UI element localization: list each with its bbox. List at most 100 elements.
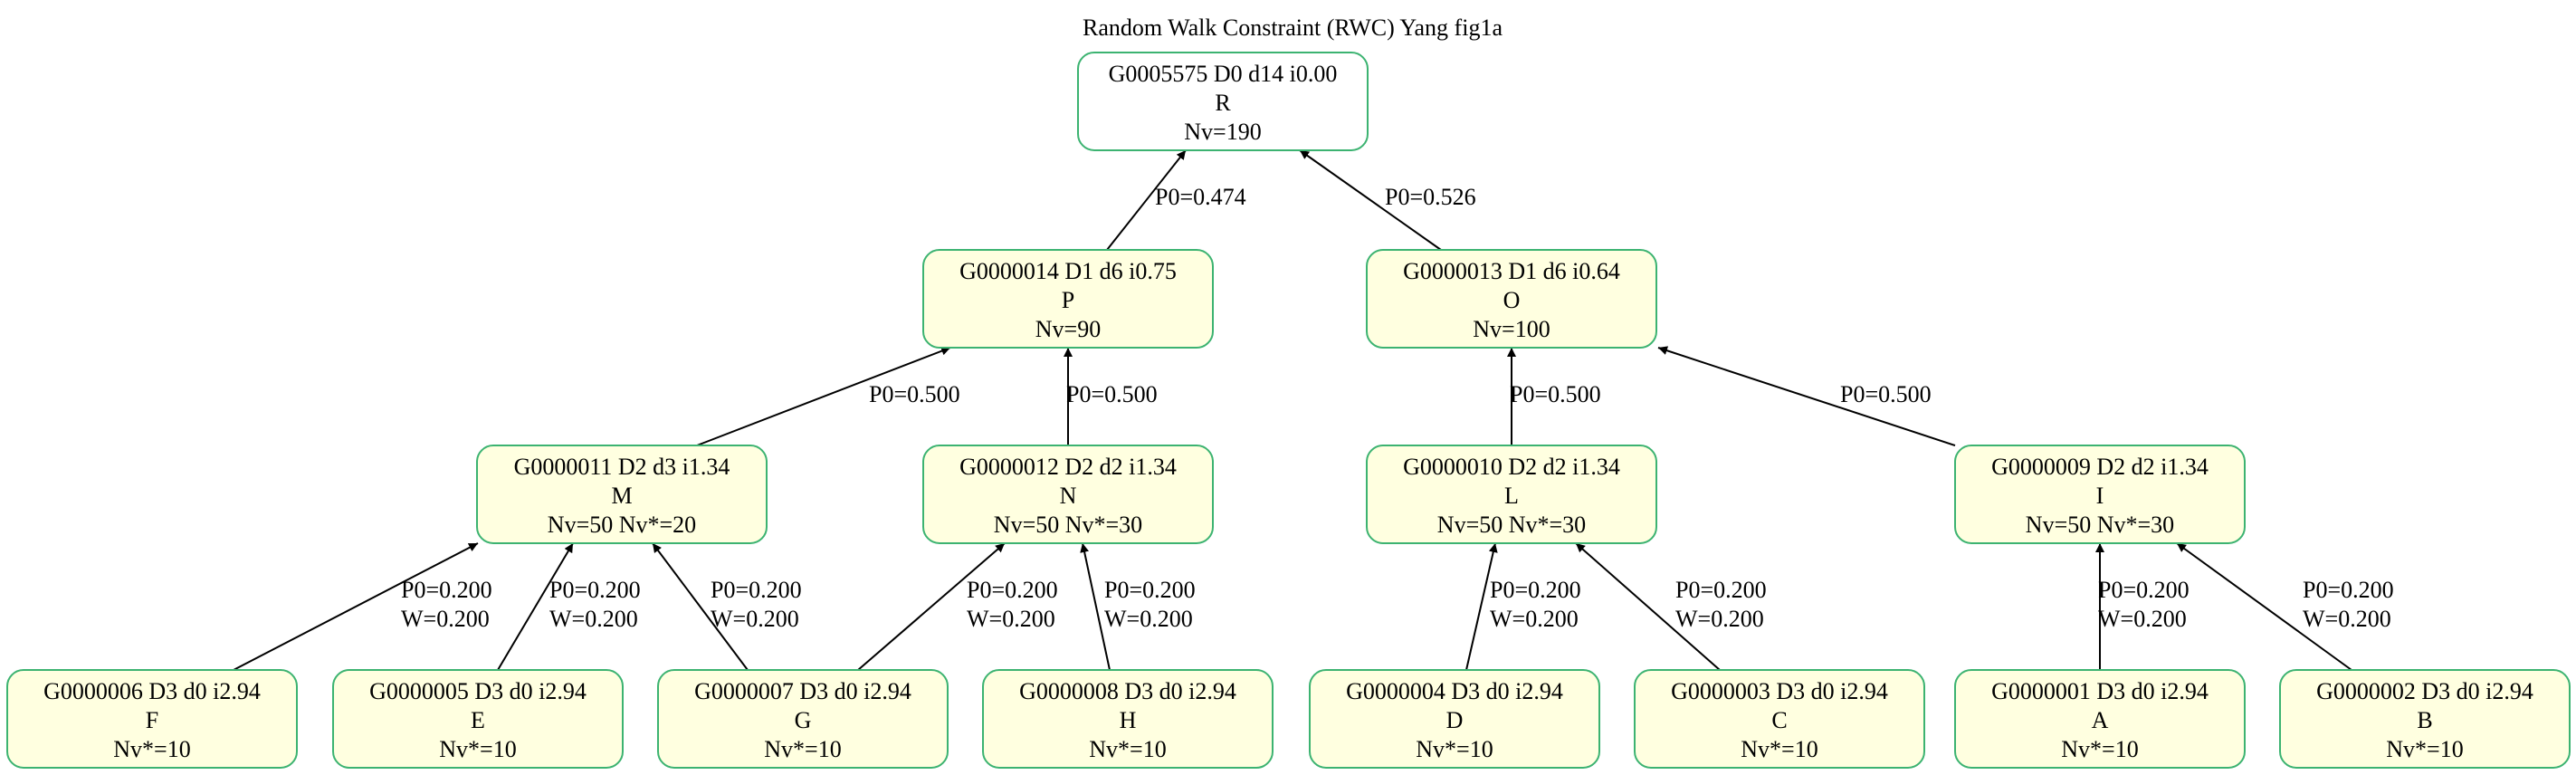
edge-label: W=0.200 [711, 606, 799, 632]
edge-arrow [1465, 542, 1498, 671]
edge-n-to-p: P0=0.500 [1064, 348, 1158, 445]
node-count-text: Nv=50 Nv*=30 [2026, 512, 2174, 538]
edge-label: P0=0.200 [967, 577, 1058, 603]
node-box [1309, 669, 1600, 769]
node-name-text: M [611, 483, 632, 509]
node-box [1634, 669, 1925, 769]
edge-o-to-r: P0=0.526 [1299, 149, 1476, 251]
node-name-text: G [795, 707, 812, 733]
edge-arrow [652, 542, 749, 671]
edge-label: W=0.200 [1490, 606, 1579, 632]
node-l: G0000010 D2 d2 i1.34L Nv=50 Nv*=30 [1366, 445, 1657, 544]
edge-arrow [1575, 542, 1721, 671]
node-count-text: Nv*=10 [113, 736, 190, 762]
edge-arrow [497, 542, 574, 671]
node-box [922, 445, 1214, 544]
node-name-text: P [1062, 287, 1074, 313]
edge-l-to-o: P0=0.500 [1507, 348, 1601, 445]
edge-label: P0=0.200 [1675, 577, 1767, 603]
node-i: G0000009 D2 d2 i1.34I Nv=50 Nv*=30 [1954, 445, 2246, 544]
node-id-text: G0000010 D2 d2 i1.34 [1403, 454, 1620, 480]
node-id-text: G0005575 D0 d14 i0.00 [1109, 61, 1338, 87]
node-box [982, 669, 1274, 769]
edge-label: W=0.200 [2098, 606, 2187, 632]
node-count-text: Nv*=10 [439, 736, 516, 762]
edge-label: P0=0.200 [2303, 577, 2394, 603]
node-box [1366, 445, 1657, 544]
edge-arrow [696, 346, 951, 446]
edge-arrow [2176, 542, 2352, 671]
node-d: G0000004 D3 d0 i2.94D Nv*=10 [1309, 669, 1600, 769]
edge-label: P0=0.474 [1155, 184, 1246, 210]
node-name-text: I [2096, 483, 2104, 509]
node-name-text: F [146, 707, 158, 733]
diagram-title: Random Walk Constraint (RWC) Yang fig1a [1083, 14, 1503, 41]
node-box [1954, 669, 2246, 769]
node-count-text: Nv=50 Nv*=30 [1437, 512, 1586, 538]
edge-label: W=0.200 [2303, 606, 2391, 632]
edge-arrow [1080, 542, 1111, 671]
node-id-text: G0000004 D3 d0 i2.94 [1346, 678, 1563, 704]
node-name-text: R [1215, 90, 1231, 116]
node-id-text: G0000009 D2 d2 i1.34 [1991, 454, 2209, 480]
edge-label: W=0.200 [1104, 606, 1193, 632]
node-id-text: G0000008 D3 d0 i2.94 [1019, 678, 1236, 704]
edge-label: W=0.200 [967, 606, 1055, 632]
node-box [1366, 249, 1657, 349]
node-name-text: H [1120, 707, 1137, 733]
node-box [657, 669, 949, 769]
node-box [1077, 52, 1369, 151]
node-id-text: G0000012 D2 d2 i1.34 [959, 454, 1177, 480]
node-count-text: Nv=50 Nv*=20 [548, 512, 696, 538]
node-box [6, 669, 298, 769]
node-id-text: G0000007 D3 d0 i2.94 [694, 678, 911, 704]
node-count-text: Nv=50 Nv*=30 [994, 512, 1142, 538]
node-name-text: D [1446, 707, 1464, 733]
node-name-text: B [2417, 707, 2432, 733]
edge-label: P0=0.200 [401, 577, 492, 603]
edge-m-to-p: P0=0.500 [696, 346, 960, 446]
node-id-text: G0000005 D3 d0 i2.94 [369, 678, 587, 704]
node-m: G0000011 D2 d3 i1.34M Nv=50 Nv*=20 [476, 445, 768, 544]
node-name-text: A [2092, 707, 2109, 733]
edge-p-to-r: P0=0.474 [1106, 149, 1246, 251]
node-id-text: G0000013 D1 d6 i0.64 [1403, 258, 1620, 284]
node-name-text: C [1771, 707, 1787, 733]
edge-label: P0=0.200 [711, 577, 802, 603]
node-box [476, 445, 768, 544]
node-name-text: L [1504, 483, 1519, 509]
edge-label: P0=0.500 [1840, 381, 1932, 407]
node-count-text: Nv=100 [1473, 316, 1550, 342]
edge-arrow [1106, 149, 1187, 251]
node-id-text: G0000002 D3 d0 i2.94 [2316, 678, 2533, 704]
node-count-text: Nv*=10 [2061, 736, 2138, 762]
node-id-text: G0000011 D2 d3 i1.34 [514, 454, 730, 480]
edge-arrow [1657, 346, 1956, 446]
edge-label: P0=0.200 [1490, 577, 1581, 603]
node-box [332, 669, 624, 769]
node-count-text: Nv*=10 [1416, 736, 1493, 762]
edge-label: W=0.200 [1675, 606, 1764, 632]
edge-label: P0=0.200 [549, 577, 641, 603]
edge-label: P0=0.526 [1385, 184, 1476, 210]
